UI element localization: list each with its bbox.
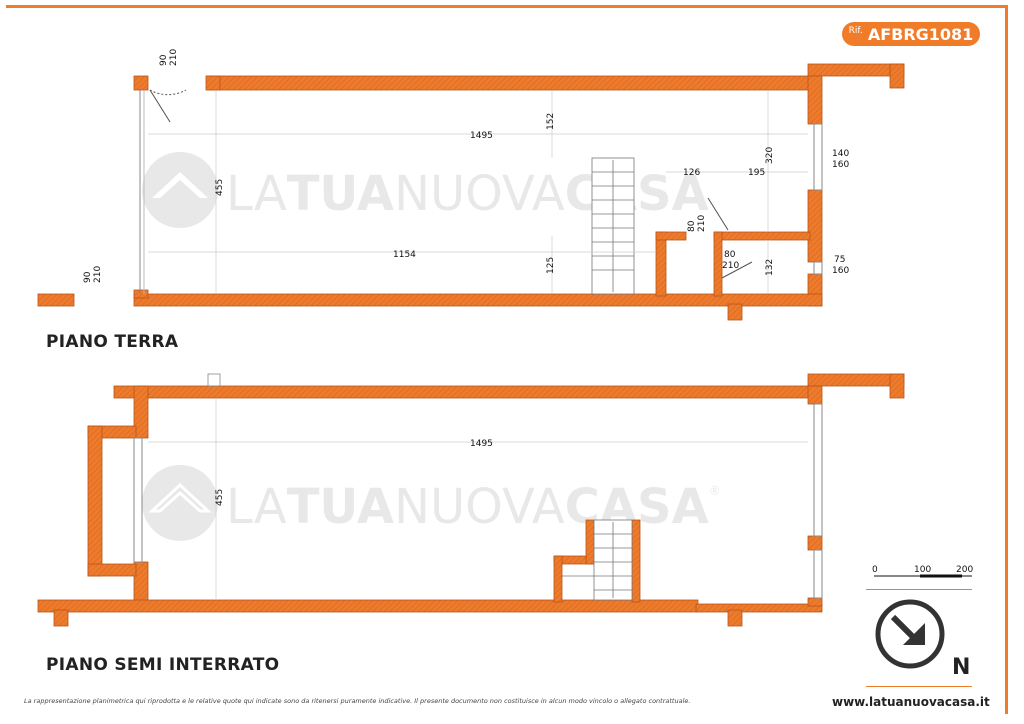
wall (585, 519, 595, 565)
wall (37, 599, 699, 613)
ground-floor-plan (37, 63, 905, 321)
wall (713, 231, 723, 297)
dim-126: 126 (683, 168, 700, 178)
scale-tick-200: 200 (956, 565, 973, 575)
watermark-top: LATUANUOVACASA (142, 152, 709, 228)
reference-badge: Rif. AFBRG1081 (842, 22, 980, 46)
compass-label: N (952, 655, 970, 680)
page-frame (6, 5, 1008, 714)
wall (889, 373, 905, 399)
door-bath2-height: 210 (722, 261, 739, 271)
basement-floor-title: PIANO SEMI INTERRATO (46, 655, 280, 675)
wall (727, 303, 743, 321)
ground-floor-title: PIANO TERRA (46, 332, 179, 352)
basement-dim-width: 455 (215, 489, 225, 506)
wall (655, 231, 687, 241)
dim-152: 152 (546, 113, 556, 130)
window2-height: 160 (832, 266, 849, 276)
wall (631, 519, 641, 603)
north-compass-icon: N (875, 599, 970, 680)
wall (727, 609, 743, 627)
ref-code: AFBRG1081 (867, 24, 974, 44)
scale-tick-0: 0 (872, 565, 878, 575)
door-left-width: 90 (83, 271, 93, 283)
dim-length-mid: 1154 (393, 250, 416, 260)
dimension-lines (148, 90, 808, 294)
divider (866, 686, 972, 687)
wall (807, 63, 905, 77)
wall (133, 289, 149, 299)
door-bath1-height: 210 (697, 215, 707, 232)
wall (807, 535, 823, 551)
watermark-bottom: LATUANUOVACASA® (142, 465, 721, 541)
dim-195: 195 (748, 168, 765, 178)
wall (695, 603, 823, 613)
wall (133, 75, 149, 91)
window (133, 403, 823, 599)
chimney (207, 373, 221, 387)
svg-text:LATUANUOVACASA®: LATUANUOVACASA® (226, 479, 721, 535)
window1-width: 140 (832, 149, 849, 159)
wall (807, 597, 823, 607)
wall (553, 555, 563, 603)
basement-dim-length: 1495 (470, 439, 493, 449)
wall (53, 609, 69, 627)
dim-125: 125 (546, 257, 556, 274)
wall (133, 293, 823, 307)
scale-bar: 0 100 200 (872, 565, 973, 578)
scale-tick-100: 100 (914, 565, 931, 575)
wall (87, 563, 137, 577)
basement-floor-plan (37, 373, 905, 627)
wall (713, 231, 811, 241)
door-top-height: 210 (169, 49, 179, 66)
website-link[interactable]: www.latuanuovacasa.it (832, 695, 990, 709)
dim-width: 455 (215, 179, 225, 196)
wall (37, 293, 75, 307)
wall (655, 231, 667, 297)
wall (113, 385, 811, 399)
door-swing (707, 197, 753, 279)
staircase (562, 519, 633, 601)
staircase (591, 157, 635, 295)
wall (207, 75, 811, 91)
dim-132: 132 (765, 259, 775, 276)
wall (889, 63, 905, 89)
svg-text:LATUANUOVACASA: LATUANUOVACASA (226, 166, 709, 222)
door-bath2-width: 80 (724, 250, 736, 260)
door-bath1-width: 80 (687, 220, 697, 232)
door-left-height: 210 (93, 266, 103, 283)
wall (87, 425, 103, 577)
wall (807, 385, 823, 405)
wall (807, 373, 905, 387)
ref-prefix: Rif. (848, 26, 863, 36)
door-top-width: 90 (159, 54, 169, 66)
dim-length-top: 1495 (470, 131, 493, 141)
door-swing (149, 89, 187, 123)
wall (205, 75, 221, 91)
dimension-lines (148, 398, 808, 600)
wall (807, 189, 823, 263)
window1-height: 160 (832, 160, 849, 170)
window2-width: 75 (834, 255, 845, 265)
disclaimer-text: La rappresentazione planimetrica qui rip… (24, 697, 691, 705)
wall (807, 75, 823, 125)
divider (866, 589, 972, 590)
dim-320: 320 (765, 147, 775, 164)
window (813, 123, 823, 275)
